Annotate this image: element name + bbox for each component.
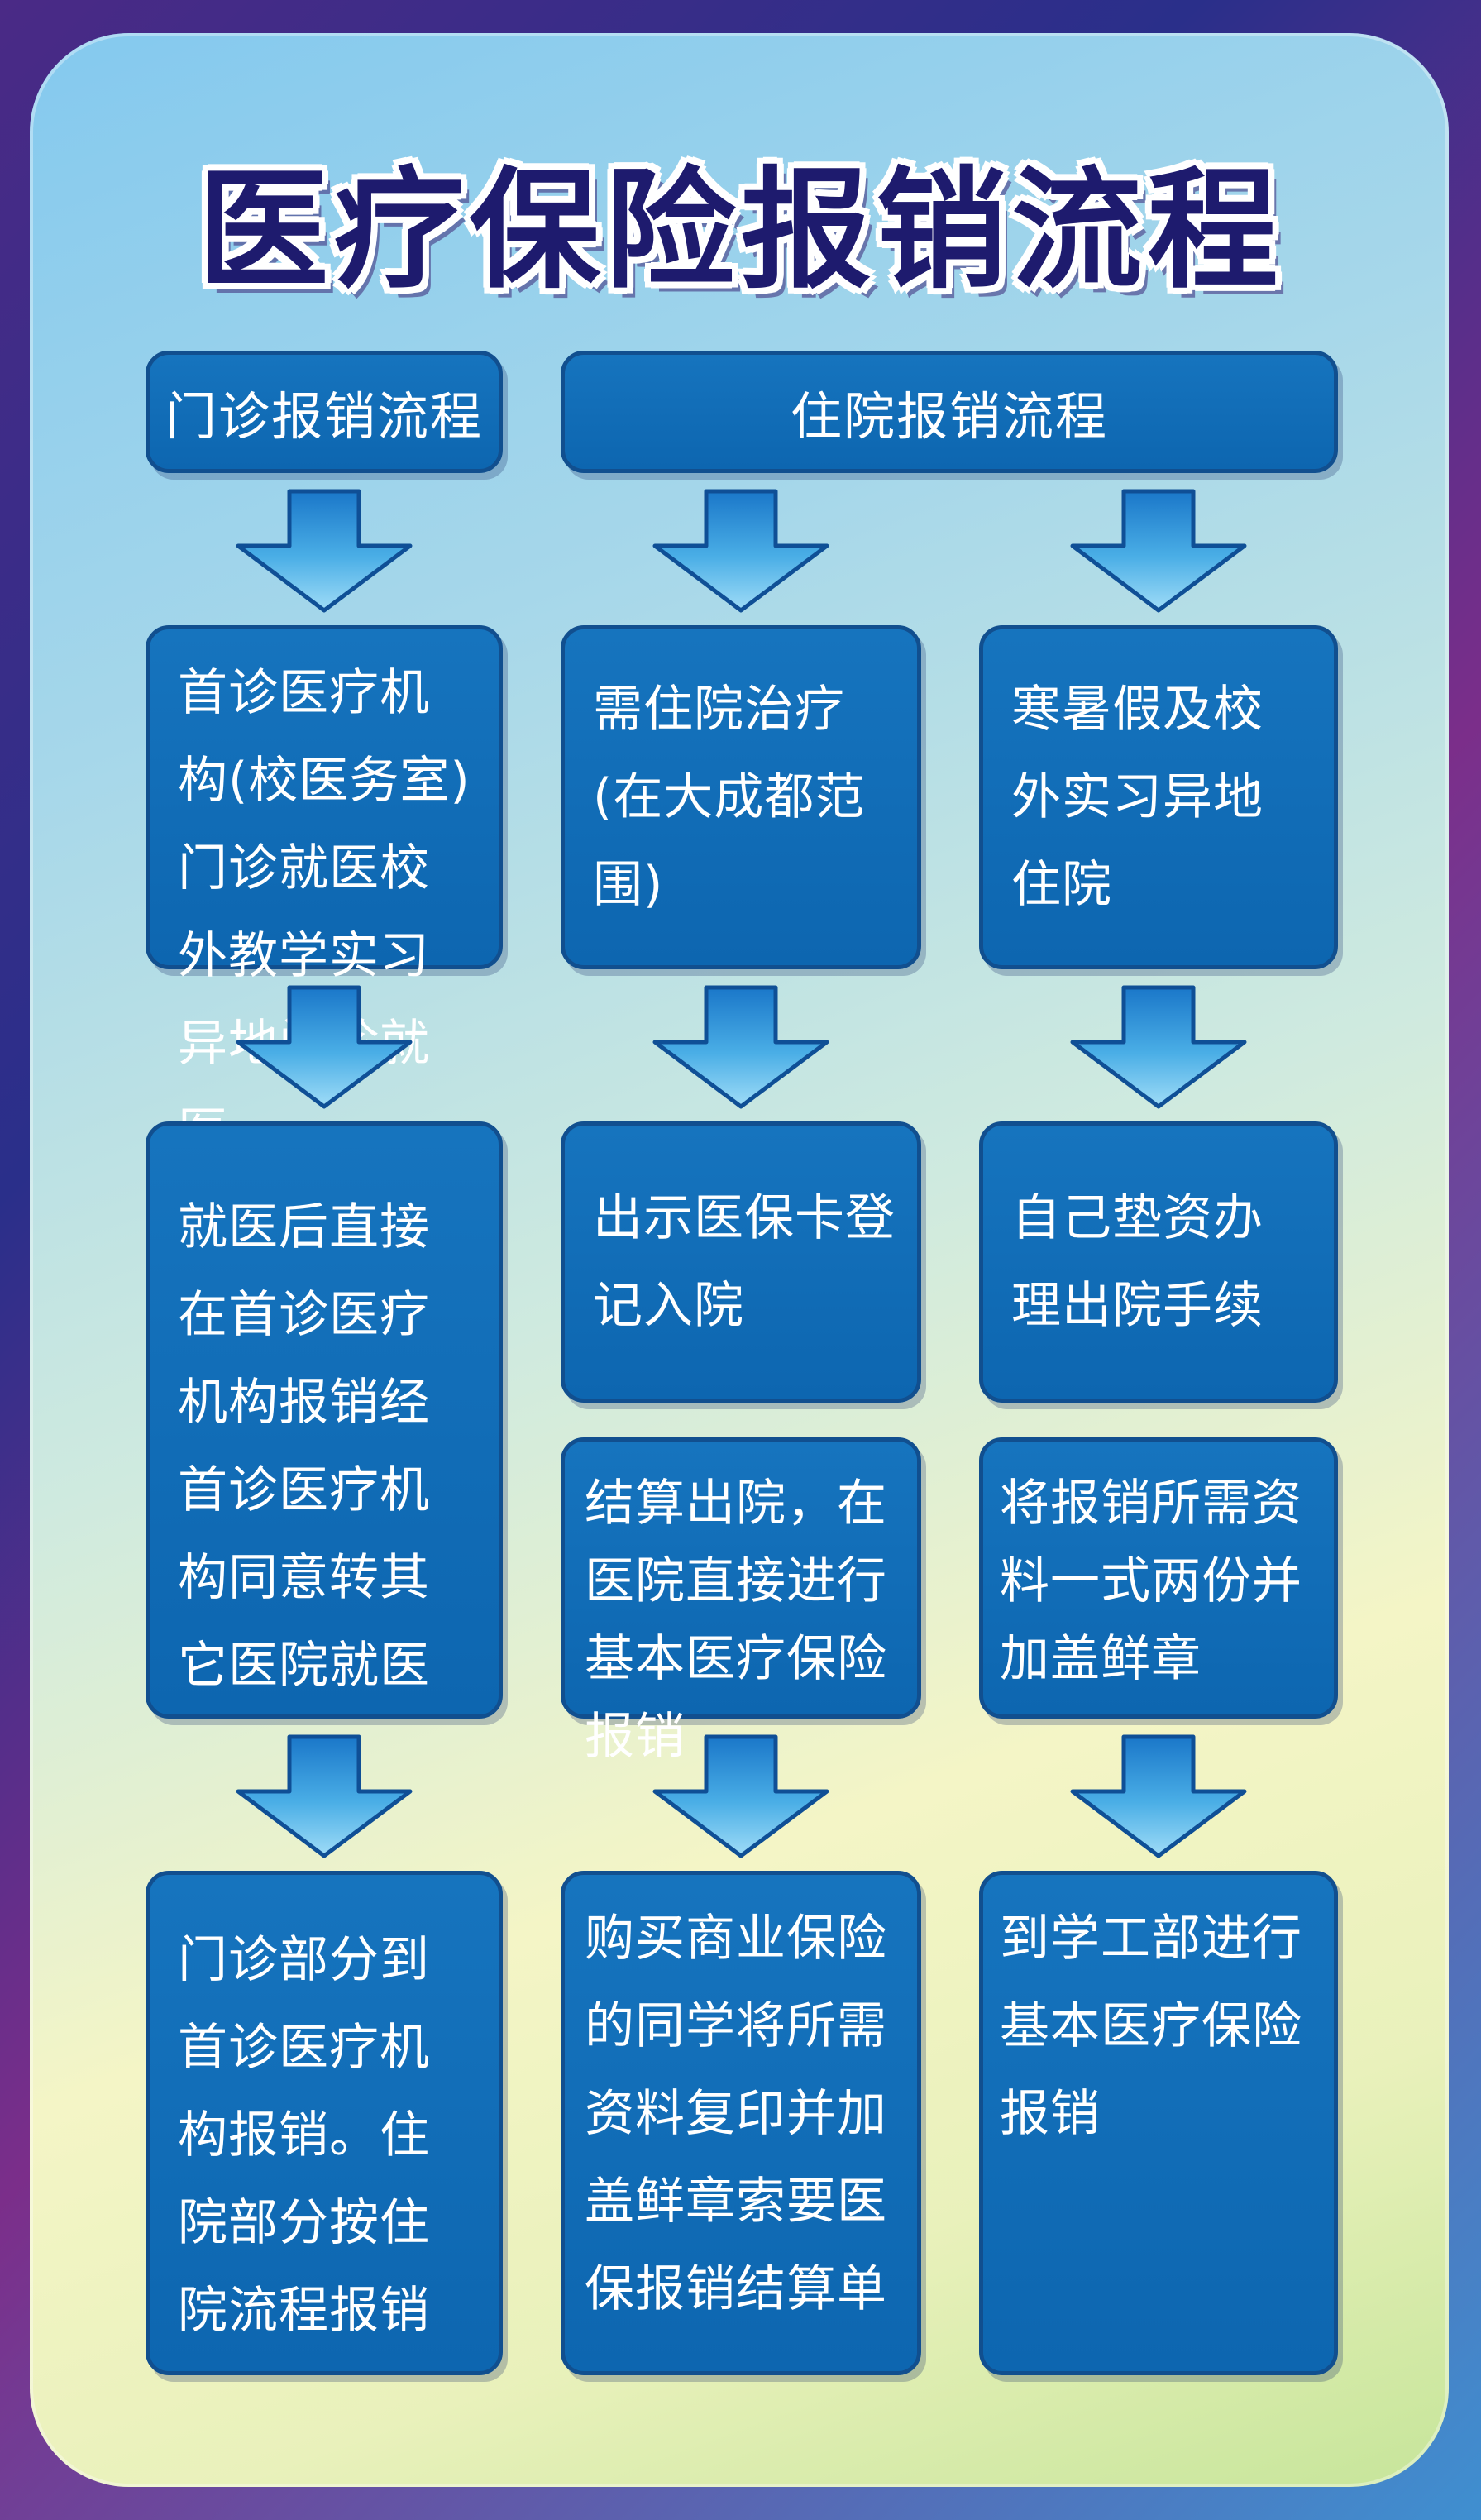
inpatient-local-step-4: 购买商业保险的同学将所需资料复印并加盖鲜章索要医保报销结算单 [561, 1871, 921, 2375]
inpatient-remote-step-3-text: 将报销所需资料一式两份并加盖鲜章 [1000, 1475, 1302, 1688]
inpatient-local-step-1-text: 需住院治疗(在大成都范围) [593, 681, 866, 914]
down-arrow-icon [650, 984, 832, 1110]
down-arrow-icon [233, 984, 415, 1110]
down-arrow-icon [233, 1733, 415, 1859]
header-inpatient-label: 住院报销流程 [790, 386, 1108, 447]
inpatient-local-step-3: 结算出院，在医院直接进行基本医疗保险报销 [561, 1437, 921, 1766]
outpatient-step-2: 就医后直接在首诊医疗机构报销经首诊医疗机构同意转其它医院就医 [146, 1121, 503, 1719]
inpatient-remote-step-2: 自己垫资办理出院手续 [979, 1121, 1338, 1403]
down-arrow-icon [233, 488, 415, 614]
down-arrow-icon [1068, 984, 1249, 1110]
down-arrow-icon [650, 488, 832, 614]
poster-title: 医疗保险报销流程 [198, 155, 1283, 307]
outpatient-step-1: 首诊医疗机构(校医务室)门诊就医校外教学实习异地门诊就医 [146, 625, 503, 1160]
inpatient-remote-step-4-text: 到学工部进行基本医疗保险报销 [1000, 1910, 1302, 2143]
inpatient-local-step-1: 需住院治疗(在大成都范围) [561, 625, 921, 969]
inpatient-local-step-4-text: 购买商业保险的同学将所需资料复印并加盖鲜章索要医保报销结算单 [585, 1910, 887, 2318]
down-arrow-icon [650, 1733, 832, 1859]
inpatient-local-step-3-text: 结算出院，在医院直接进行基本医疗保险报销 [585, 1475, 887, 1766]
inpatient-local-step-2: 出示医保卡登记入院 [561, 1121, 921, 1403]
outpatient-step-3: 门诊部分到首诊医疗机构报销。住院部分按住院流程报销 [146, 1871, 503, 2375]
outpatient-step-2-text: 就医后直接在首诊医疗机构报销经首诊医疗机构同意转其它医院就医 [178, 1198, 430, 1695]
header-inpatient: 住院报销流程 [561, 351, 1338, 473]
down-arrow-icon [1068, 488, 1249, 614]
inpatient-local-step-2-text: 出示医保卡登记入院 [593, 1189, 896, 1335]
inpatient-remote-step-2-text: 自己垫资办理出院手续 [1011, 1189, 1264, 1335]
header-outpatient-label: 门诊报销流程 [165, 386, 483, 447]
inpatient-remote-step-3: 将报销所需资料一式两份并加盖鲜章 [979, 1437, 1338, 1719]
inpatient-remote-step-1-text: 寒暑假及校外实习异地住院 [1011, 681, 1264, 914]
header-outpatient: 门诊报销流程 [146, 351, 503, 473]
inpatient-remote-step-4: 到学工部进行基本医疗保险报销 [979, 1871, 1338, 2375]
inpatient-remote-step-1: 寒暑假及校外实习异地住院 [979, 625, 1338, 969]
down-arrow-icon [1068, 1733, 1249, 1859]
outpatient-step-3-text: 门诊部分到首诊医疗机构报销。住院部分按住院流程报销 [178, 1931, 430, 2340]
